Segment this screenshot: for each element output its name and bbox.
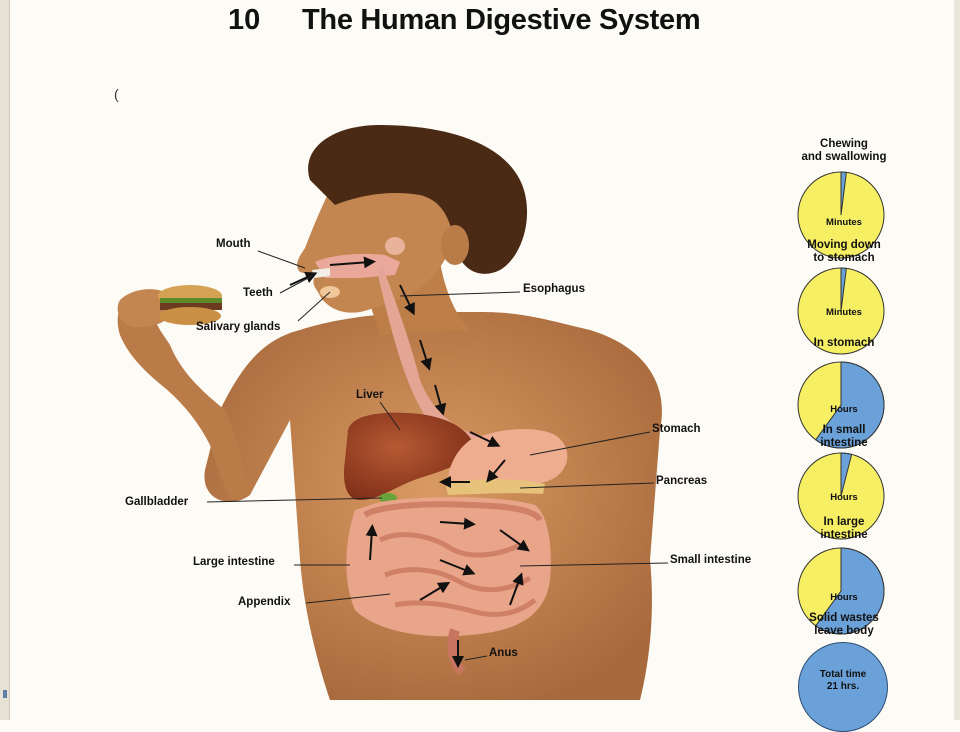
margin-mark: ( [114, 86, 119, 102]
head [297, 125, 528, 313]
burger-icon [158, 285, 222, 325]
stage-unit-label: Minutes [826, 307, 862, 318]
digestion-timeline: Chewing and swallowing Minutes Moving do… [788, 138, 900, 732]
stomach-organ [448, 428, 568, 489]
page-binding-edge [0, 0, 10, 720]
liver-organ [343, 412, 475, 500]
stage-caption: In stomach [813, 337, 875, 349]
stage-caption: Chewing and swallowing [801, 138, 887, 163]
stage-unit-label: Minutes [826, 217, 862, 228]
stage-pie [797, 171, 885, 259]
label-anus: Anus [489, 647, 518, 659]
label-stomach: Stomach [652, 423, 701, 435]
intestines [346, 497, 551, 676]
label-appendix: Appendix [238, 596, 291, 608]
stage-pie [797, 267, 885, 355]
label-mouth: Mouth [216, 238, 251, 250]
stage-caption: Moving down to stomach [807, 239, 881, 264]
stage-unit-label: Hours [830, 492, 858, 503]
stage-pie [797, 361, 885, 449]
stage-unit-label: Hours [830, 404, 858, 415]
figure-number: 10 [228, 4, 261, 36]
pancreas-organ [445, 479, 545, 495]
final-stage-caption: Solid wastes leave body [809, 612, 879, 637]
label-teeth: Teeth [243, 287, 273, 299]
stage-caption: In small intestine [820, 424, 868, 449]
label-leader-lines [206, 250, 669, 661]
food-flow-arrows [289, 256, 530, 668]
stage-pie [797, 452, 885, 540]
total-time-circle: Total time 21 hrs. [798, 642, 888, 732]
label-gallbladder: Gallbladder [125, 496, 189, 508]
label-esophagus: Esophagus [523, 283, 585, 295]
label-liver: Liver [356, 389, 384, 401]
page-right-edge [954, 0, 960, 720]
stage-caption: In large intestine [820, 516, 868, 541]
label-small-intestine: Small intestine [670, 554, 752, 566]
header: 10 The Human Digestive System [0, 0, 960, 50]
total-time-text: Total time 21 hrs. [819, 669, 867, 692]
label-salivary-glands: Salivary glands [196, 321, 281, 333]
stage-unit-label: Hours [830, 592, 858, 603]
label-pancreas: Pancreas [656, 475, 708, 487]
label-large-intestine: Large intestine [193, 556, 275, 568]
page-title: The Human Digestive System [302, 4, 701, 36]
stage-pie [797, 547, 885, 635]
